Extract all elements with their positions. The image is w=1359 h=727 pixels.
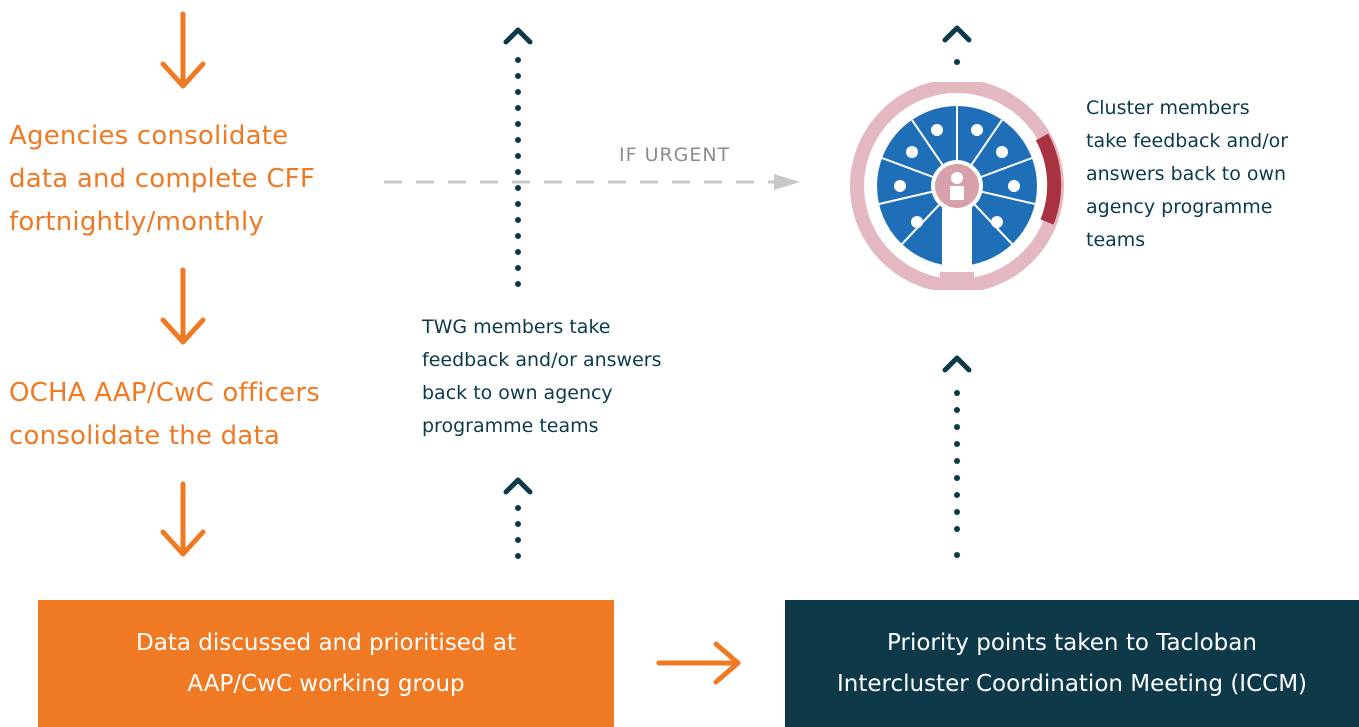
twg-members-text: TWG members take feedback and/or answers… [422,311,722,443]
step-ocha-consolidate-line: consolidate the data [9,421,280,451]
cluster-dotted-up-arrow-top [942,25,972,65]
iccm-line: Intercluster Coordination Meeting (ICCM) [836,670,1308,697]
twg-members-line: feedback and/or answers [422,349,662,371]
twg-dotted-up-arrow-bottom [503,477,533,559]
step-consolidate-cff: Agencies consolidate data and complete C… [9,115,369,244]
urgent-dashed-arrow [384,174,800,190]
iccm-line: Priority points taken to Tacloban [887,629,1257,656]
iccm-box: Priority points taken to Tacloban Interc… [785,600,1359,727]
cluster-members-line: take feedback and/or [1086,130,1289,152]
down-arrow-2 [160,267,206,345]
cluster-members-line: answers back to own [1086,163,1287,185]
down-arrow-1 [160,11,206,89]
working-group-box: Data discussed and prioritised at AAP/Cw… [38,600,614,727]
twg-dotted-up-arrow-top [503,27,533,287]
urgent-label: IF URGENT [619,144,731,166]
cluster-members-text: Cluster members take feedback and/or ans… [1086,92,1356,257]
cluster-members-line: Cluster members [1086,97,1250,119]
step-ocha-consolidate-line: OCHA AAP/CwC officers [9,378,320,408]
cluster-dotted-up-arrow-bottom [942,355,972,558]
cluster-members-line: teams [1086,229,1146,251]
step-consolidate-cff-line: Agencies consolidate [9,121,289,151]
working-group-line: Data discussed and prioritised at [136,629,516,656]
step-consolidate-cff-line: fortnightly/monthly [9,207,264,237]
working-group-line: AAP/CwC working group [187,670,465,697]
down-arrow-3 [160,481,206,557]
step-consolidate-cff-line: data and complete CFF [9,164,315,194]
cluster-wheel-icon [850,82,1064,290]
twg-members-line: programme teams [422,415,599,437]
twg-members-line: TWG members take [422,316,611,338]
step-ocha-consolidate: OCHA AAP/CwC officers consolidate the da… [9,372,369,458]
twg-members-line: back to own agency [422,382,613,404]
cluster-members-line: agency programme [1086,196,1273,218]
right-arrow [656,641,741,685]
